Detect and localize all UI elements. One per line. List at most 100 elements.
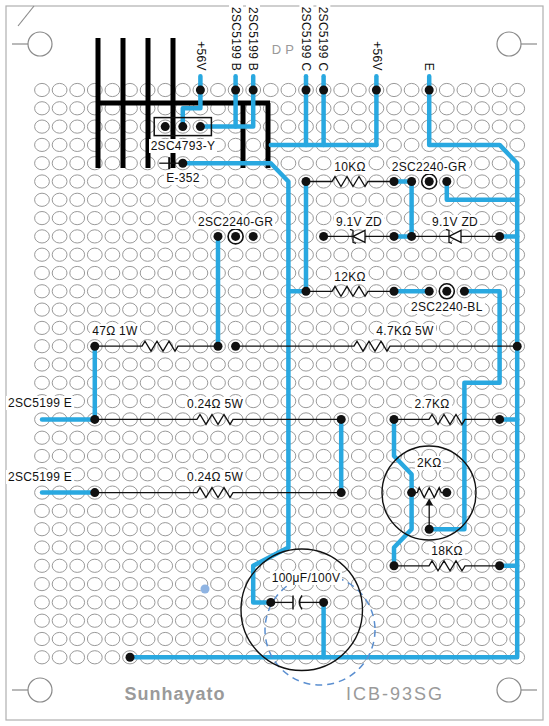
board-hole — [158, 431, 173, 444]
board-hole — [123, 395, 138, 408]
board-hole — [263, 321, 278, 334]
board-hole — [263, 285, 278, 298]
callout-circle — [241, 549, 362, 670]
solder-point — [319, 86, 328, 95]
board-hole — [140, 632, 155, 645]
board-hole — [70, 303, 85, 316]
board-hole — [87, 541, 102, 554]
solder-point — [442, 287, 451, 296]
wiper-arrow — [425, 499, 433, 506]
mounting-mark — [521, 43, 537, 44]
board-hole — [158, 541, 173, 554]
board-hole — [387, 578, 402, 591]
board-hole — [35, 523, 50, 536]
board-hole — [492, 486, 507, 499]
board-hole — [492, 449, 507, 462]
board-hole — [457, 632, 472, 645]
resistor-symbol — [95, 488, 341, 498]
board-hole — [351, 83, 366, 96]
board-hole — [70, 376, 85, 389]
board-hole — [228, 504, 243, 517]
board-hole — [52, 303, 67, 316]
board-hole — [140, 175, 155, 188]
board-hole — [52, 651, 67, 664]
board-hole — [404, 431, 419, 444]
board-hole — [387, 248, 402, 261]
board-hole — [105, 504, 120, 517]
wire — [409, 182, 414, 237]
board-hole — [175, 358, 190, 371]
board-hole — [439, 468, 454, 481]
board-hole — [52, 632, 67, 645]
board-hole — [105, 285, 120, 298]
board-hole — [70, 83, 85, 96]
board-hole — [52, 157, 67, 170]
callout-outline — [240, 548, 363, 671]
board-hole — [492, 523, 507, 536]
board-hole — [87, 431, 102, 444]
board-hole — [35, 248, 50, 261]
board-hole — [87, 504, 102, 517]
board-hole — [87, 230, 102, 243]
board-hole — [158, 468, 173, 481]
board-hole — [492, 83, 507, 96]
board-hole — [70, 449, 85, 462]
solder-point — [302, 177, 311, 186]
board-hole — [123, 285, 138, 298]
board-hole — [35, 632, 50, 645]
board-hole — [193, 523, 208, 536]
solder-point — [249, 232, 258, 241]
board-hole — [87, 212, 102, 225]
board-hole — [175, 523, 190, 536]
board-hole — [299, 376, 314, 389]
pin-label: 2SC5199 B — [246, 5, 260, 73]
board-hole — [316, 504, 331, 517]
solder-point — [319, 598, 328, 607]
board-hole — [492, 614, 507, 627]
pin-label: 2SC5199 B — [229, 5, 243, 73]
board-hole — [475, 266, 490, 279]
board-hole — [228, 285, 243, 298]
board-hole — [404, 596, 419, 609]
board-hole — [369, 614, 384, 627]
board-hole — [334, 596, 349, 609]
board-hole — [35, 157, 50, 170]
board-hole — [246, 193, 261, 206]
board-hole — [457, 248, 472, 261]
board-hole — [70, 358, 85, 371]
board-hole — [387, 120, 402, 133]
board-hole — [351, 596, 366, 609]
board-hole — [52, 138, 67, 151]
board-hole — [351, 431, 366, 444]
output-label: E — [422, 61, 436, 73]
board-hole — [158, 395, 173, 408]
board-hole — [70, 632, 85, 645]
board-hole — [70, 321, 85, 334]
board-hole — [175, 285, 190, 298]
board-hole — [369, 395, 384, 408]
board-hole — [299, 614, 314, 627]
board-hole — [263, 266, 278, 279]
board-hole — [211, 431, 226, 444]
board-hole — [492, 266, 507, 279]
board-hole — [211, 559, 226, 572]
board-hole — [175, 303, 190, 316]
board-hole — [351, 102, 366, 115]
board-hole — [87, 632, 102, 645]
board-hole — [246, 303, 261, 316]
board-hole — [492, 248, 507, 261]
board-hole — [316, 358, 331, 371]
board-hole — [263, 248, 278, 261]
solder-point — [390, 287, 399, 296]
board-hole — [281, 614, 296, 627]
board-hole — [422, 193, 437, 206]
board-hole — [263, 376, 278, 389]
value-label: 4.7KΩ 5W — [374, 324, 435, 338]
board-hole — [510, 120, 525, 133]
board-hole — [158, 248, 173, 261]
potentiometer-symbol — [412, 488, 447, 498]
board-hole — [158, 376, 173, 389]
board-hole — [105, 266, 120, 279]
solder-point — [319, 232, 328, 241]
board-hole — [140, 230, 155, 243]
